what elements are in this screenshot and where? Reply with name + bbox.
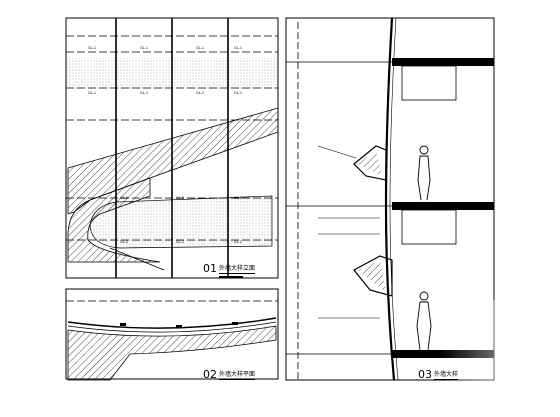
- svg-text:GL-1: GL-1: [234, 46, 242, 50]
- svg-text:GL-1: GL-1: [140, 46, 148, 50]
- svg-text:GL-2: GL-2: [234, 196, 242, 200]
- svg-text:GL-2: GL-2: [234, 240, 242, 244]
- svg-text:GL-1: GL-1: [88, 91, 96, 95]
- section-panel: [285, 17, 495, 381]
- svg-text:GL-2: GL-2: [120, 196, 128, 200]
- elevation-panel: GL-1 GL-1 GL-1 GL-1 GL-1 GL-1 GL-1 GL-1 …: [65, 17, 279, 279]
- sheet-number: 01: [203, 262, 217, 275]
- sheet-title: 外墙大样: [434, 371, 459, 380]
- svg-text:GL-1: GL-1: [234, 91, 242, 95]
- svg-text:GL-1: GL-1: [196, 91, 204, 95]
- sheet-title: 外墙大样立面: [219, 265, 256, 274]
- sheet-caption-01: 01 外墙大样立面: [203, 262, 256, 275]
- svg-text:GL-2: GL-2: [120, 240, 128, 244]
- svg-text:GL-2: GL-2: [176, 196, 184, 200]
- svg-text:GL-1: GL-1: [196, 46, 204, 50]
- svg-text:GL-2: GL-2: [176, 240, 184, 244]
- sheet-title: 外墙大样平面: [219, 371, 256, 380]
- sheet-caption-03: 03 外墙大样: [418, 368, 459, 381]
- sheet-number: 02: [203, 368, 217, 381]
- scale-bar: [219, 276, 243, 278]
- sheet-caption-02: 02 外墙大样平面: [203, 368, 256, 381]
- plan-panel: [65, 288, 279, 381]
- svg-text:GL-1: GL-1: [140, 91, 148, 95]
- sheet-number: 03: [418, 368, 432, 381]
- svg-text:GL-1: GL-1: [88, 46, 96, 50]
